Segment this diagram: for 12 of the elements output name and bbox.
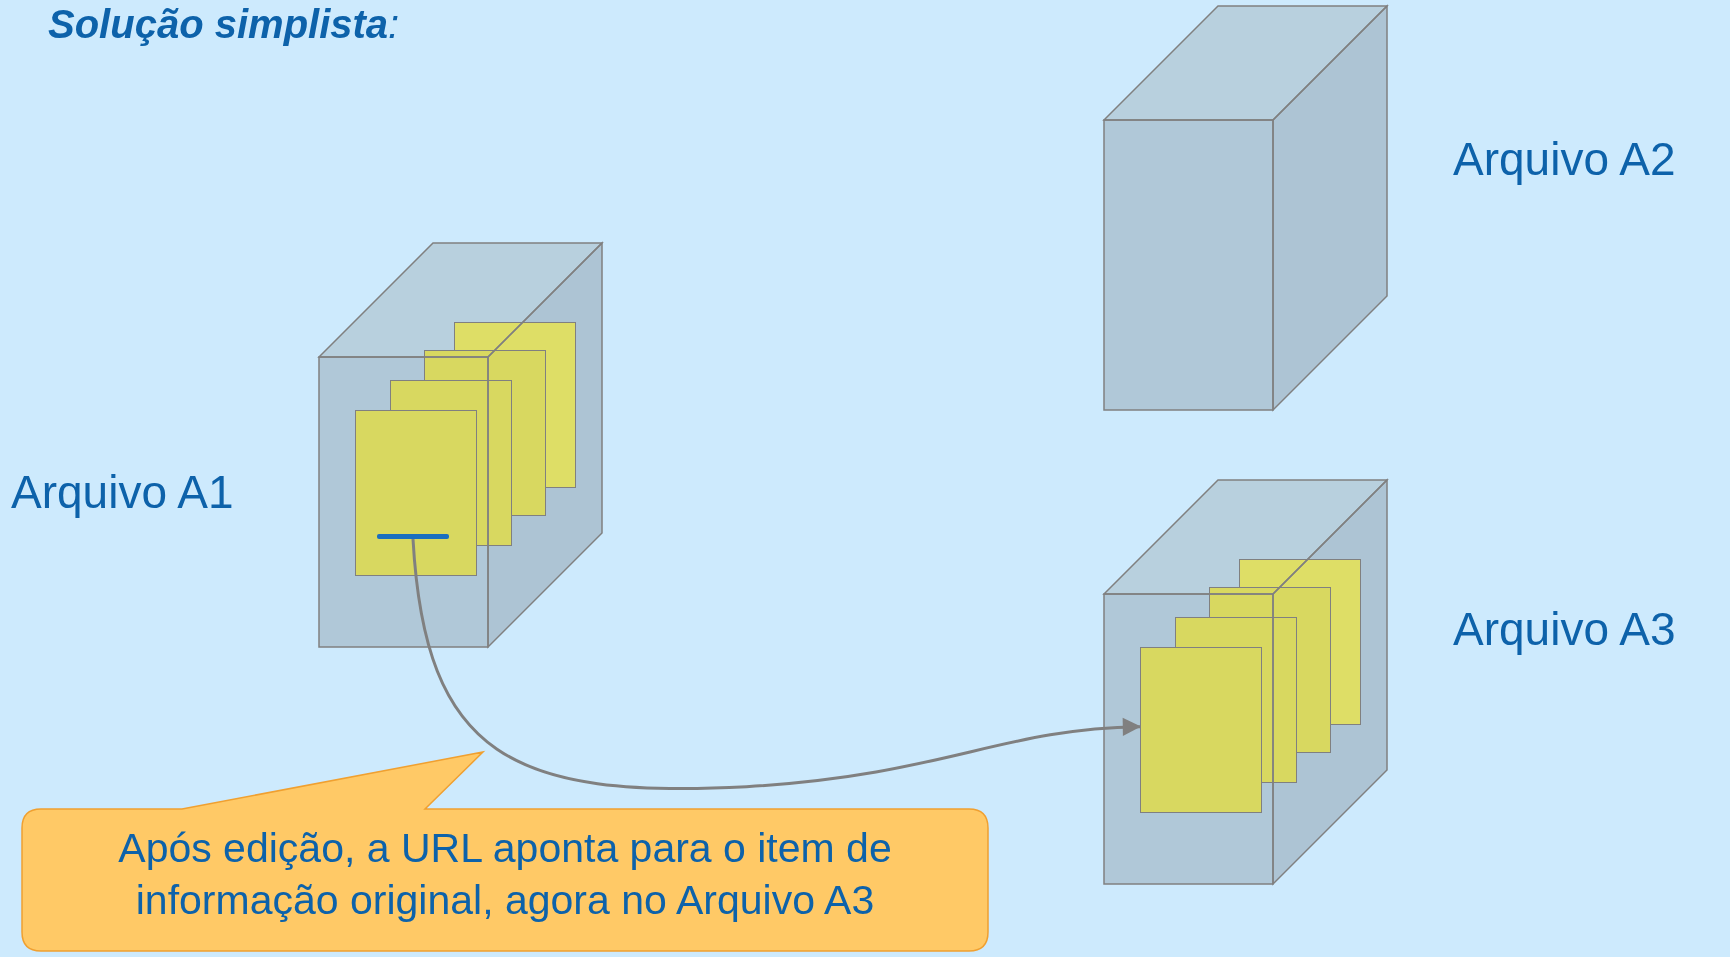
cube-drawing xyxy=(1104,6,1387,410)
file-label: Arquivo A1 xyxy=(11,465,234,519)
file-label: Arquivo A3 xyxy=(1453,602,1676,656)
page-icon xyxy=(1140,647,1262,813)
cube-drawing xyxy=(1104,480,1387,884)
arrow xyxy=(411,538,1141,790)
cube-drawing xyxy=(319,243,602,647)
file-label: Arquivo A2 xyxy=(1453,132,1676,186)
title: Solução simplista: xyxy=(48,2,400,47)
link-mark xyxy=(377,534,449,539)
speech-callout xyxy=(21,752,989,952)
callout-text: Após edição, a URL aponta para o item de informação original, agora no Arquivo A3 xyxy=(117,824,893,925)
